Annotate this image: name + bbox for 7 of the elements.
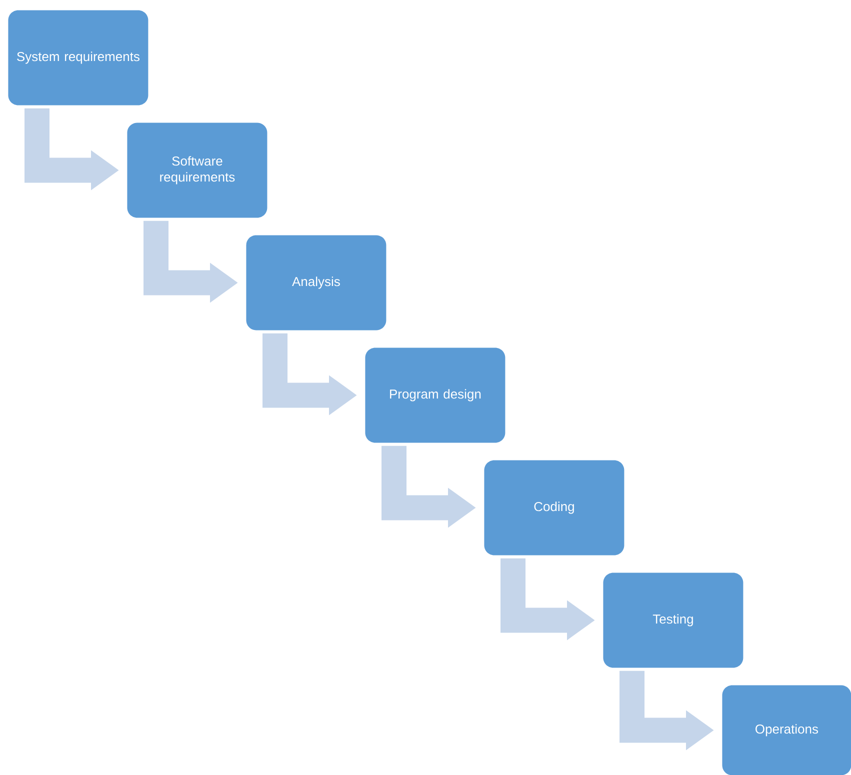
process-box: Operations: [722, 685, 851, 775]
process-box: Software requirements: [127, 122, 268, 218]
process-box: Coding: [484, 460, 624, 556]
process-box: Testing: [603, 572, 744, 668]
process-box: Analysis: [246, 235, 386, 330]
process-box: System requirements: [8, 10, 148, 106]
process-box: Program design: [365, 348, 506, 443]
